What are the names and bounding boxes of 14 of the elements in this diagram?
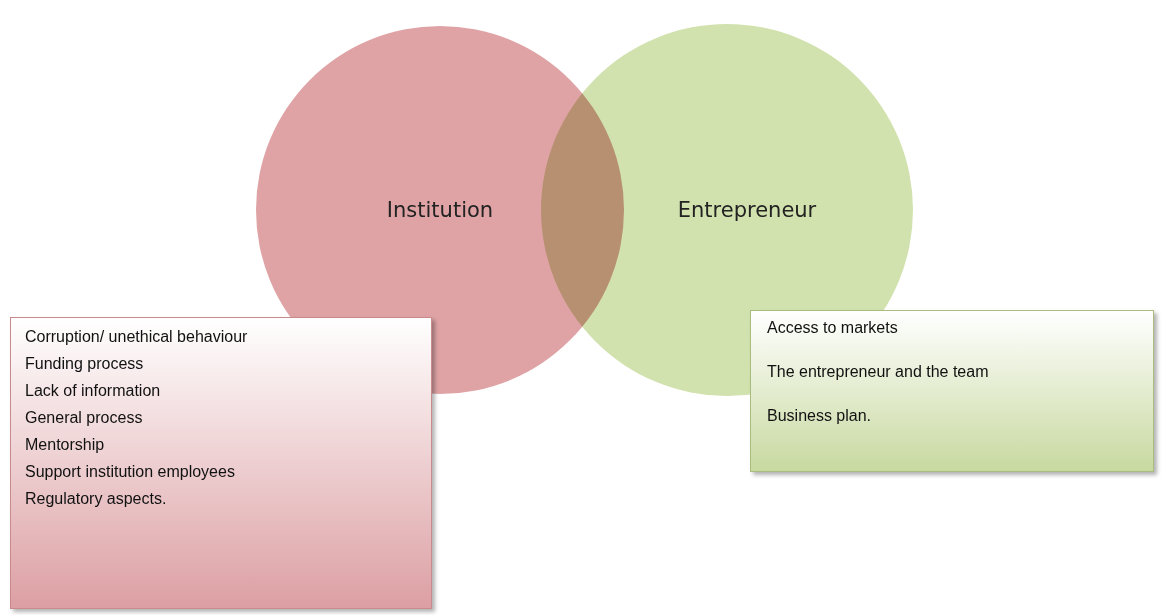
list-item: Business plan. [767,407,873,425]
circle-label: Entrepreneur [677,198,817,222]
list-item: Funding process [25,355,145,373]
list-item: Corruption/ unethical behaviour [25,328,249,346]
list-box [750,310,1154,472]
list-box [10,317,432,609]
circle-label: Institution [386,198,494,222]
list-item: Support institution employees [25,463,236,481]
list-item: Lack of information [25,382,162,400]
list-item: General process [25,409,144,427]
list-item: The entrepreneur and the team [767,363,990,381]
list-item: Mentorship [25,436,106,454]
list-item: Access to markets [767,319,899,337]
list-item: Regulatory aspects. [25,490,168,508]
